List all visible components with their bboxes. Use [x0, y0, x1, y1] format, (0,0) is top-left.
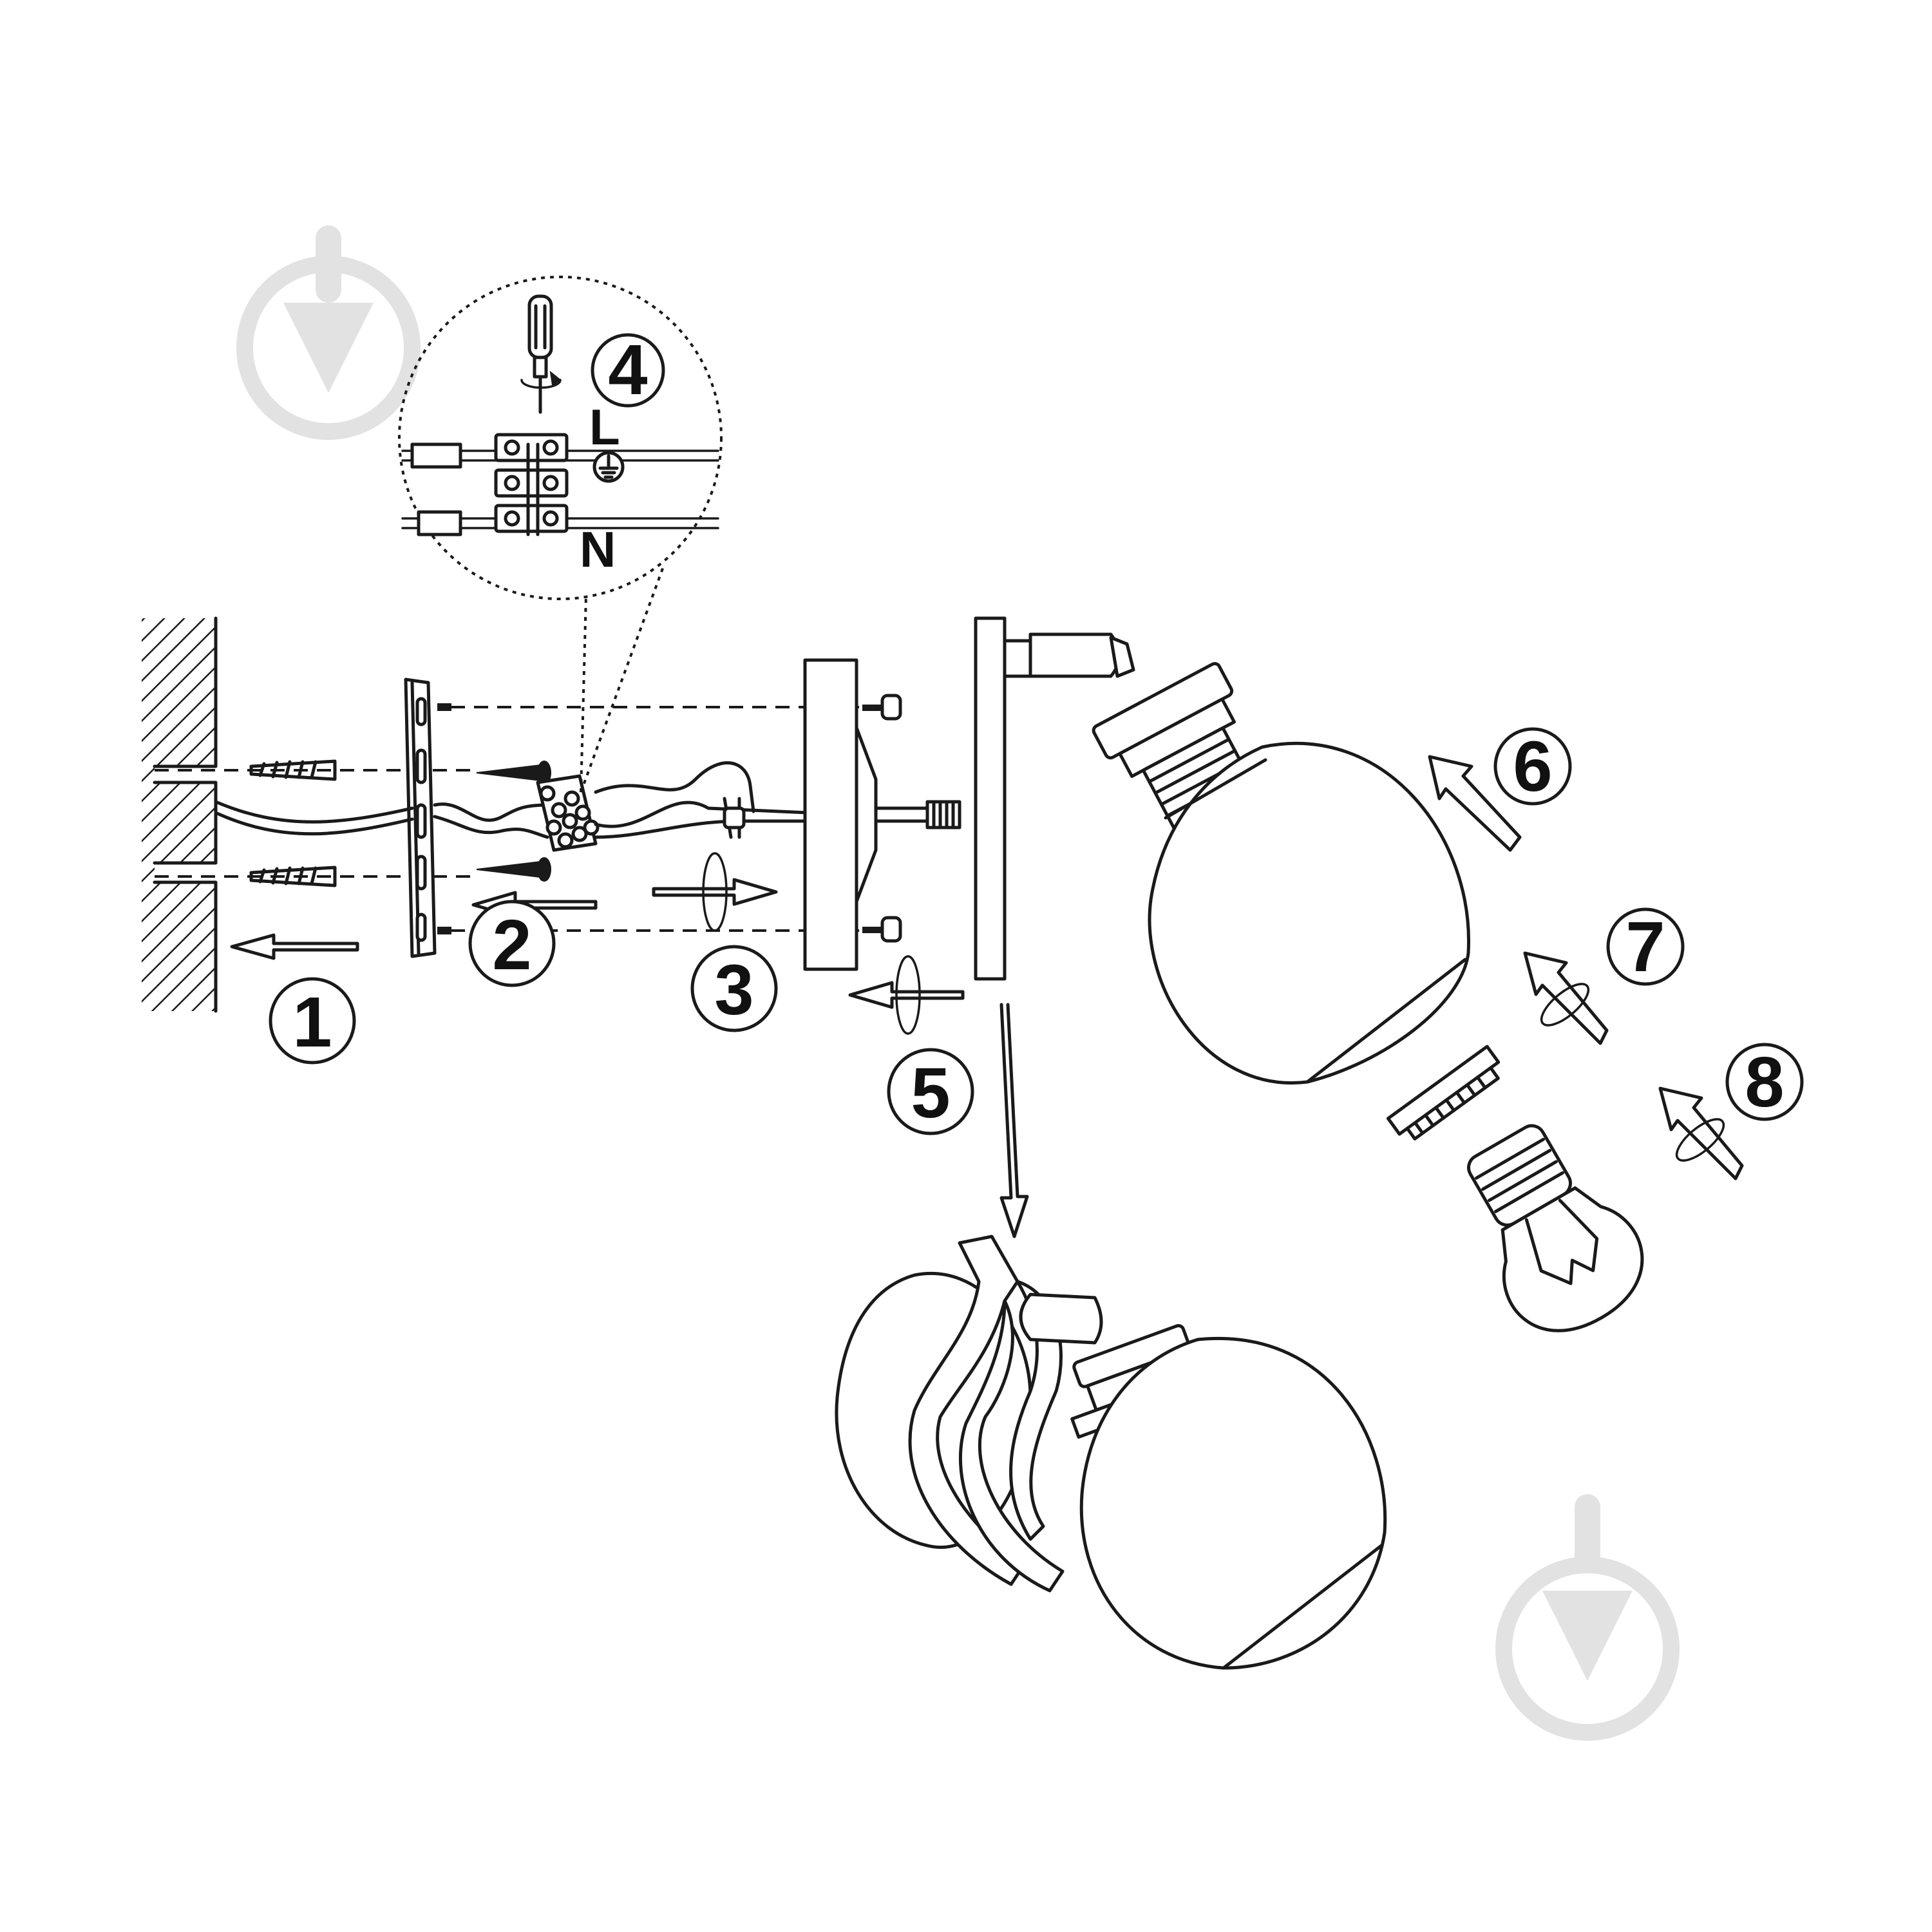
step-5: 5 — [887, 1048, 974, 1135]
arrow-down-icon — [999, 1003, 1029, 1238]
glass-shade — [1148, 742, 1470, 1084]
arrow-right-icon — [652, 852, 778, 932]
step-8: 8 — [1725, 1043, 1804, 1122]
step-1: 1 — [269, 977, 356, 1065]
watermark-logo-icon — [236, 225, 421, 440]
wiring-detail-callout — [398, 276, 723, 793]
canopy-plate — [803, 658, 961, 971]
step-5-number: 5 — [911, 1054, 950, 1133]
step-6: 6 — [1493, 727, 1572, 806]
light-bulb-icon — [1467, 1124, 1644, 1332]
terminal-block — [536, 774, 600, 852]
neutral-label: N — [580, 521, 616, 578]
step-8-number: 8 — [1745, 1043, 1784, 1122]
screwdriver-icon — [520, 294, 562, 414]
arrow-left-icon — [848, 955, 965, 1035]
step-2: 2 — [468, 900, 556, 987]
cap-nut — [862, 694, 902, 721]
step-4-number: 4 — [608, 330, 647, 410]
screw — [476, 857, 551, 882]
mounting-bracket — [404, 677, 451, 958]
step-3-number: 3 — [714, 951, 753, 1030]
arrow-up-right-icon — [1658, 1086, 1744, 1180]
step-2-number: 2 — [492, 905, 531, 985]
arrow-up-right-icon — [1523, 951, 1609, 1045]
cap-nut — [862, 916, 902, 943]
arrow-up-right-icon — [1428, 755, 1522, 852]
screw — [476, 761, 551, 785]
lamp-arm — [974, 616, 1135, 981]
shade-ring — [1386, 1045, 1501, 1141]
live-label: L — [589, 399, 620, 455]
step-3: 3 — [690, 945, 778, 1032]
step-4: 4 — [591, 330, 665, 410]
wall — [142, 616, 218, 1013]
lamp-wires — [594, 761, 810, 839]
mains-cable — [214, 800, 549, 839]
step-6-number: 6 — [1513, 727, 1552, 806]
watermark-logo-icon — [1495, 1494, 1680, 1741]
step-1-number: 1 — [292, 983, 332, 1062]
arrow-left-icon — [230, 933, 359, 960]
wall-plug — [249, 866, 337, 887]
earth-ground-icon — [592, 451, 625, 483]
step-7: 7 — [1606, 907, 1685, 987]
assembled-lamp-view — [835, 1235, 1387, 1670]
step-7-number: 7 — [1625, 907, 1665, 987]
